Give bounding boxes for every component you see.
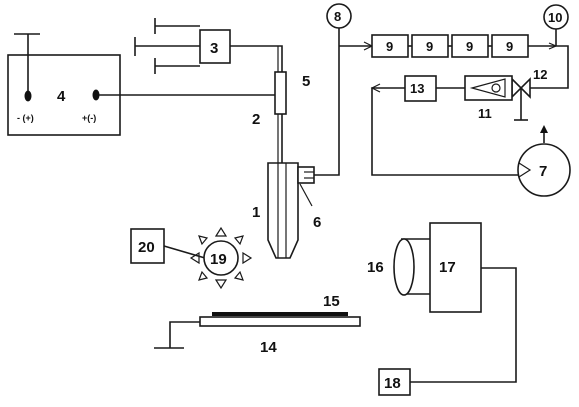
compressor-body [517, 143, 571, 197]
camera-body [429, 222, 482, 313]
label-10: 10 [548, 10, 562, 25]
label-20: 20 [138, 239, 155, 256]
label-16: 16 [367, 259, 384, 276]
gas-inlet-port [297, 166, 315, 184]
label-9c: 9 [466, 39, 473, 54]
flow-meter: 11 [464, 75, 513, 121]
flow-meter-box [464, 75, 513, 101]
label-19: 19 [210, 251, 227, 268]
label-14: 14 [260, 339, 277, 356]
gas-supply-line [314, 28, 340, 176]
ray-sw [198, 270, 209, 281]
pole-label-right: +(-) [82, 113, 96, 123]
video-cable [410, 267, 517, 383]
label-8: 8 [334, 9, 341, 24]
terminal-left [24, 90, 32, 102]
leader-line-6 [299, 183, 313, 207]
return-line [530, 45, 569, 89]
label-2: 2 [252, 111, 260, 128]
label-9d: 9 [506, 39, 513, 54]
air-compressor: 7 [517, 125, 571, 197]
ray-se [233, 270, 244, 281]
compressor-outlet [518, 162, 532, 178]
filter-chain: 9 9 9 9 [371, 34, 529, 58]
control-valve: 12 [511, 67, 547, 121]
pressure-gauge-8 [326, 3, 352, 29]
label-9a: 9 [386, 39, 393, 54]
heater-lamp: 19 [189, 226, 253, 290]
box-18 [378, 368, 411, 396]
syringe-pump: 3 [134, 18, 231, 74]
flow-meter-taper [469, 78, 506, 98]
label-12: 12 [533, 67, 547, 82]
camera-system: 17 16 18 [367, 222, 517, 396]
camera-lens [393, 238, 415, 296]
heater-bulb [203, 240, 239, 276]
pole-label-left: - (+) [17, 113, 34, 123]
label-4: 4 [57, 88, 66, 105]
nozzle-body [267, 162, 299, 259]
label-7: 7 [539, 163, 547, 180]
label-11: 11 [478, 106, 492, 121]
ray-w [189, 251, 200, 265]
line-20-to-19 [163, 245, 206, 259]
power-supply: 4 - (+) +(-) [7, 33, 121, 136]
flow-meter-float [491, 83, 501, 93]
coaxial-nozzle: 1 6 [252, 162, 321, 259]
label-5: 5 [302, 73, 310, 90]
label-13: 13 [410, 81, 424, 96]
label-18: 18 [384, 375, 401, 392]
ray-ne [233, 235, 244, 246]
line-13-to-compressor [371, 87, 520, 176]
ray-e [242, 251, 253, 265]
deposited-film [212, 312, 348, 316]
ray-s [214, 279, 228, 290]
ray-nw [198, 235, 209, 246]
label-17: 17 [439, 259, 456, 276]
compressor-arrow-head [540, 125, 548, 133]
label-6: 6 [313, 214, 321, 231]
label-3: 3 [210, 40, 218, 57]
collector: 15 14 [154, 293, 361, 356]
collector-plate [199, 316, 361, 327]
syringe-barrel [199, 29, 231, 64]
electrode-clamp [274, 71, 287, 115]
ray-n [214, 226, 228, 237]
arrow-into-13 [370, 83, 381, 93]
ground-lead [169, 321, 200, 348]
label-15: 15 [323, 293, 340, 310]
label-9b: 9 [426, 39, 433, 54]
terminal-right [92, 89, 100, 101]
label-1: 1 [252, 204, 260, 221]
